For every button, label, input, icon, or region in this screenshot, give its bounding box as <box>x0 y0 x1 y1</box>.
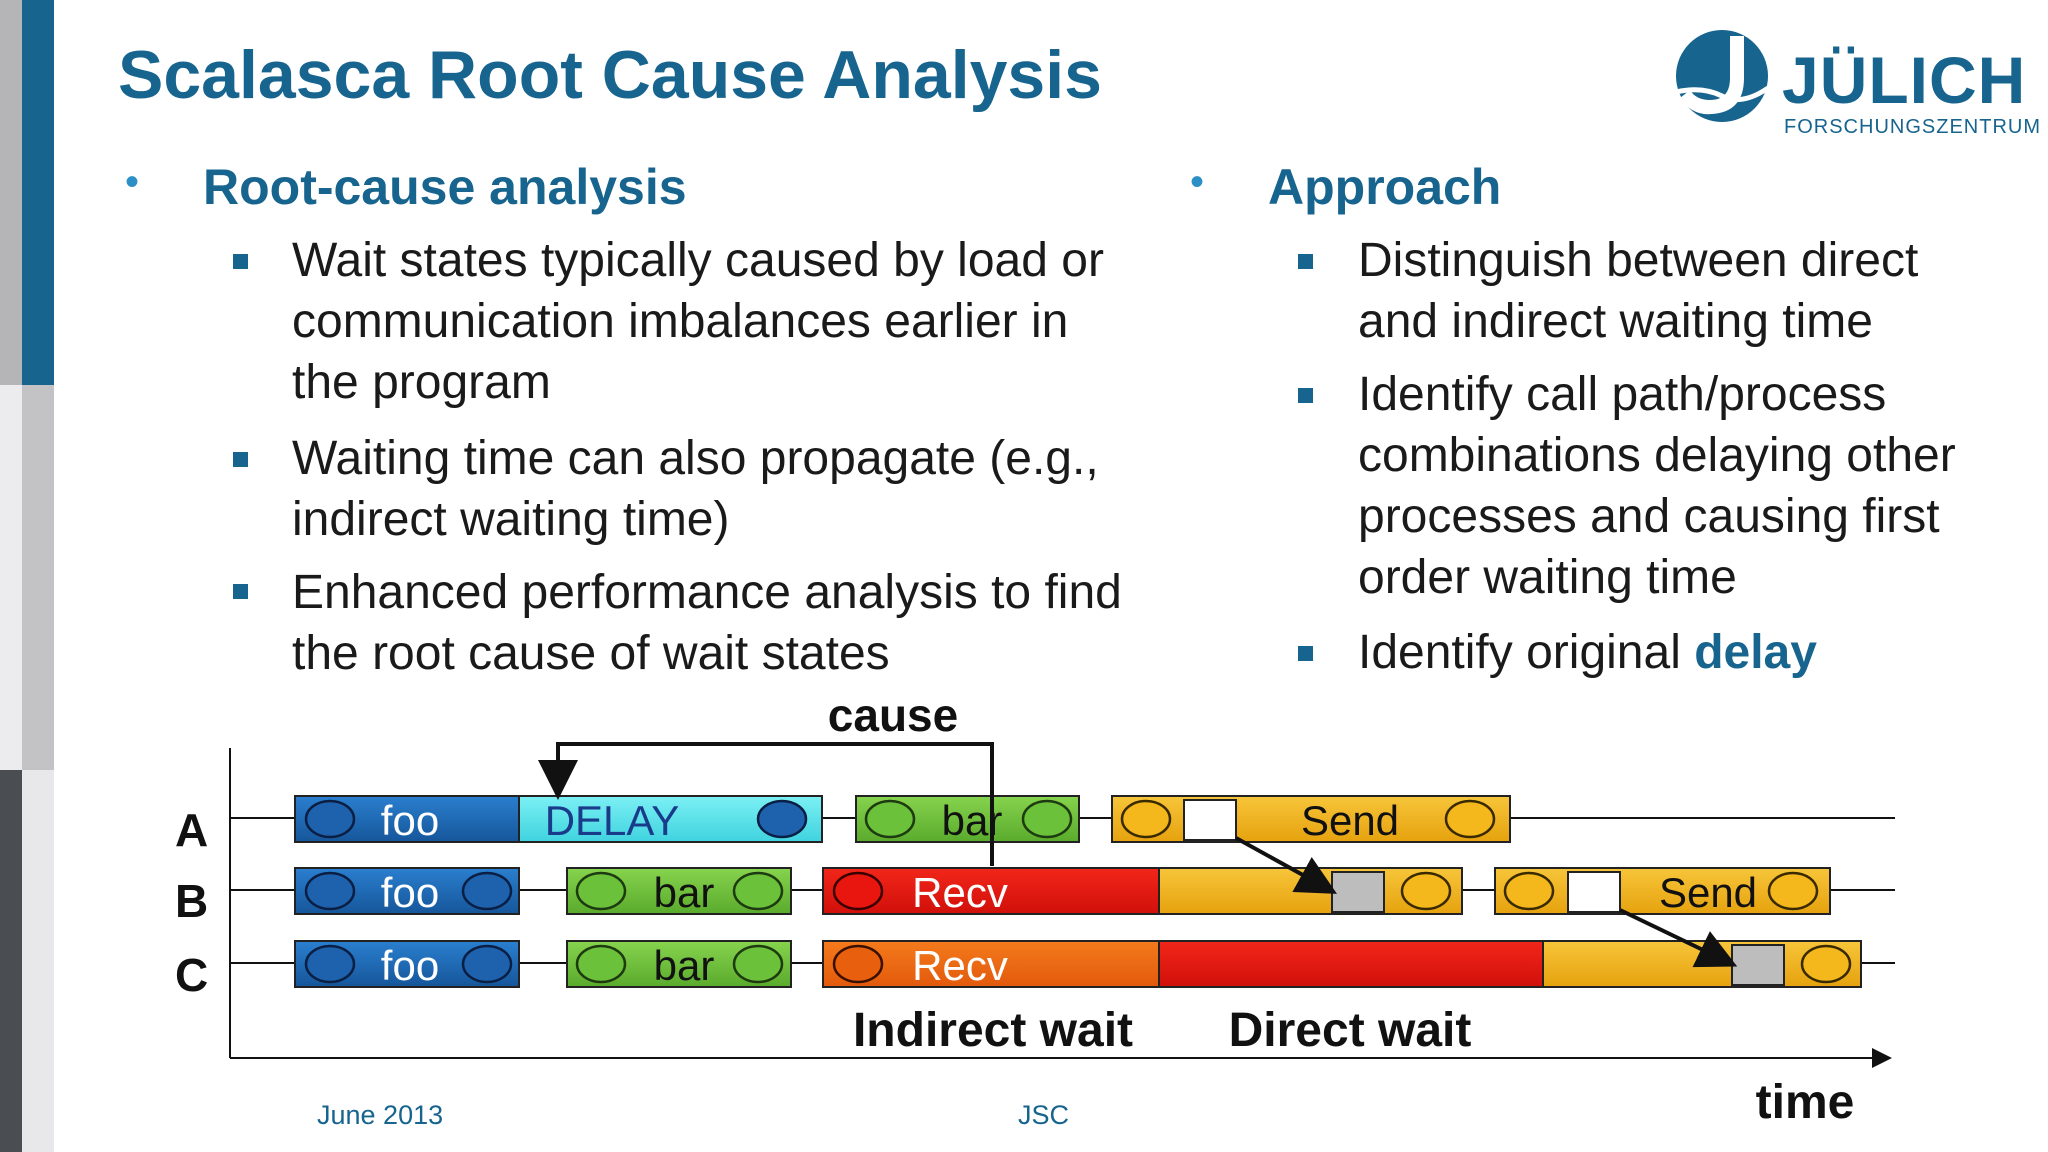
left-item-2: Waiting time can also propagate (e.g., i… <box>292 432 1099 546</box>
send-label-a: Send <box>1301 797 1399 844</box>
sidebar-block-mid-left <box>0 385 22 770</box>
row-label-b: B <box>175 875 208 927</box>
bullet-dot-right: • <box>1190 160 1205 204</box>
event-marker <box>864 799 916 839</box>
time-label: time <box>1756 1076 1855 1129</box>
event-marker <box>461 944 513 984</box>
julich-logo-icon <box>1675 30 1770 122</box>
bullet-square <box>233 452 248 467</box>
message-box <box>1731 944 1785 986</box>
message-box <box>1567 871 1621 913</box>
delay-highlight: delay <box>1694 626 1817 679</box>
foo-label-b: foo <box>381 869 439 916</box>
logo-wordmark: JÜLICH <box>1782 43 2027 117</box>
event-marker <box>1503 871 1555 911</box>
event-marker <box>575 944 627 984</box>
bullet-dot-left: • <box>125 160 140 204</box>
event-marker <box>832 944 884 984</box>
sidebar-decoration <box>0 0 54 1152</box>
bullet-square <box>233 254 248 269</box>
right-item-3: Identify original delay <box>1358 622 2008 683</box>
delay-label: DELAY <box>545 797 680 844</box>
event-marker <box>1120 799 1172 839</box>
event-marker <box>1021 799 1073 839</box>
bullet-square <box>233 584 248 599</box>
indirect-wait-label: Indirect wait <box>853 1004 1133 1057</box>
foo-label-a: foo <box>381 797 439 844</box>
row-label-a: A <box>175 804 208 856</box>
foo-label-c: foo <box>381 942 439 989</box>
bullet-square <box>1298 388 1313 403</box>
right-item-1: Distinguish between direct and indirect … <box>1358 234 1919 348</box>
recv-label-c: Recv <box>912 942 1008 989</box>
right-item-3-text: Identify original <box>1358 626 1695 679</box>
bullet-square <box>1298 646 1313 661</box>
recv-direct-wait-c <box>1158 940 1544 988</box>
event-marker <box>832 871 884 911</box>
event-marker <box>1767 871 1819 911</box>
send-label-b: Send <box>1659 869 1757 916</box>
left-item-3: Enhanced performance analysis to find th… <box>292 566 1122 680</box>
event-marker <box>304 871 356 911</box>
event-marker <box>1400 871 1452 911</box>
footer-org: JSC <box>1018 1100 1070 1130</box>
cause-connector <box>538 742 994 866</box>
recv-label-b: Recv <box>912 869 1008 916</box>
bar-label-b: bar <box>654 869 715 916</box>
event-marker <box>1444 799 1496 839</box>
event-marker <box>304 944 356 984</box>
logo-subtitle: FORSCHUNGSZENTRUM <box>1784 116 2041 138</box>
event-marker <box>575 871 627 911</box>
julich-logo: JÜLICH FORSCHUNGSZENTRUM <box>1672 26 2040 146</box>
message-arrow-a-to-b <box>1235 836 1338 894</box>
bullet-square <box>1298 254 1313 269</box>
message-arrow-b-to-c <box>1619 908 1738 968</box>
event-marker <box>304 799 356 839</box>
event-marker <box>756 799 808 839</box>
sidebar-accent-top <box>22 0 54 385</box>
footer-date: June 2013 <box>317 1100 444 1130</box>
cause-label: cause <box>828 689 958 741</box>
bar-label-c: bar <box>654 942 715 989</box>
message-box <box>1183 799 1237 841</box>
left-heading: Root-cause analysis <box>203 159 687 215</box>
message-box <box>1331 871 1385 913</box>
event-marker <box>732 871 784 911</box>
page-title: Scalasca Root Cause Analysis <box>118 37 1102 113</box>
event-marker <box>1800 944 1852 984</box>
right-item-2: Identify call path/process combinations … <box>1358 368 1956 604</box>
sidebar-accent-bottom <box>0 770 22 1152</box>
send-block-a <box>1111 795 1511 843</box>
left-item-1: Wait states typically caused by load or … <box>292 234 1104 409</box>
row-label-c: C <box>175 949 208 1001</box>
right-heading: Approach <box>1268 159 1502 215</box>
event-marker <box>461 871 513 911</box>
direct-wait-label: Direct wait <box>1229 1004 1472 1057</box>
sidebar-block-mid <box>22 385 54 770</box>
event-marker <box>732 944 784 984</box>
